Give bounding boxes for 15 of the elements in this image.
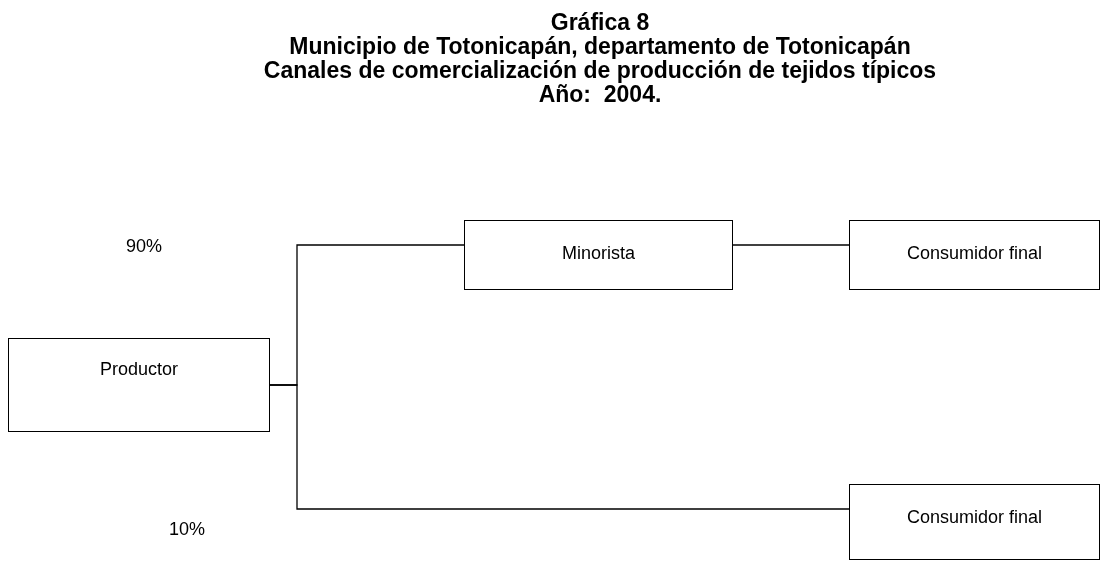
- node-label: Minorista: [562, 243, 635, 264]
- process-box: [849, 220, 1100, 290]
- node-label: Consumidor final: [906, 243, 1043, 264]
- process-box: [8, 338, 270, 432]
- node-label: Consumidor final: [906, 507, 1043, 528]
- chart-title: Gráfica 8: [549, 10, 651, 34]
- chart-subtitle: Año: 2004.: [537, 82, 662, 106]
- node-label: Productor: [99, 359, 178, 380]
- process-box: [849, 484, 1100, 560]
- percentage-label: 10%: [169, 519, 206, 540]
- chart-subtitle: Canales de comercialización de producción de tejidos típicos: [262, 58, 938, 82]
- percentage-label: 90%: [126, 236, 163, 257]
- connector-line: [732, 244, 850, 246]
- process-box: [464, 220, 733, 290]
- connector-line: [269, 384, 850, 510]
